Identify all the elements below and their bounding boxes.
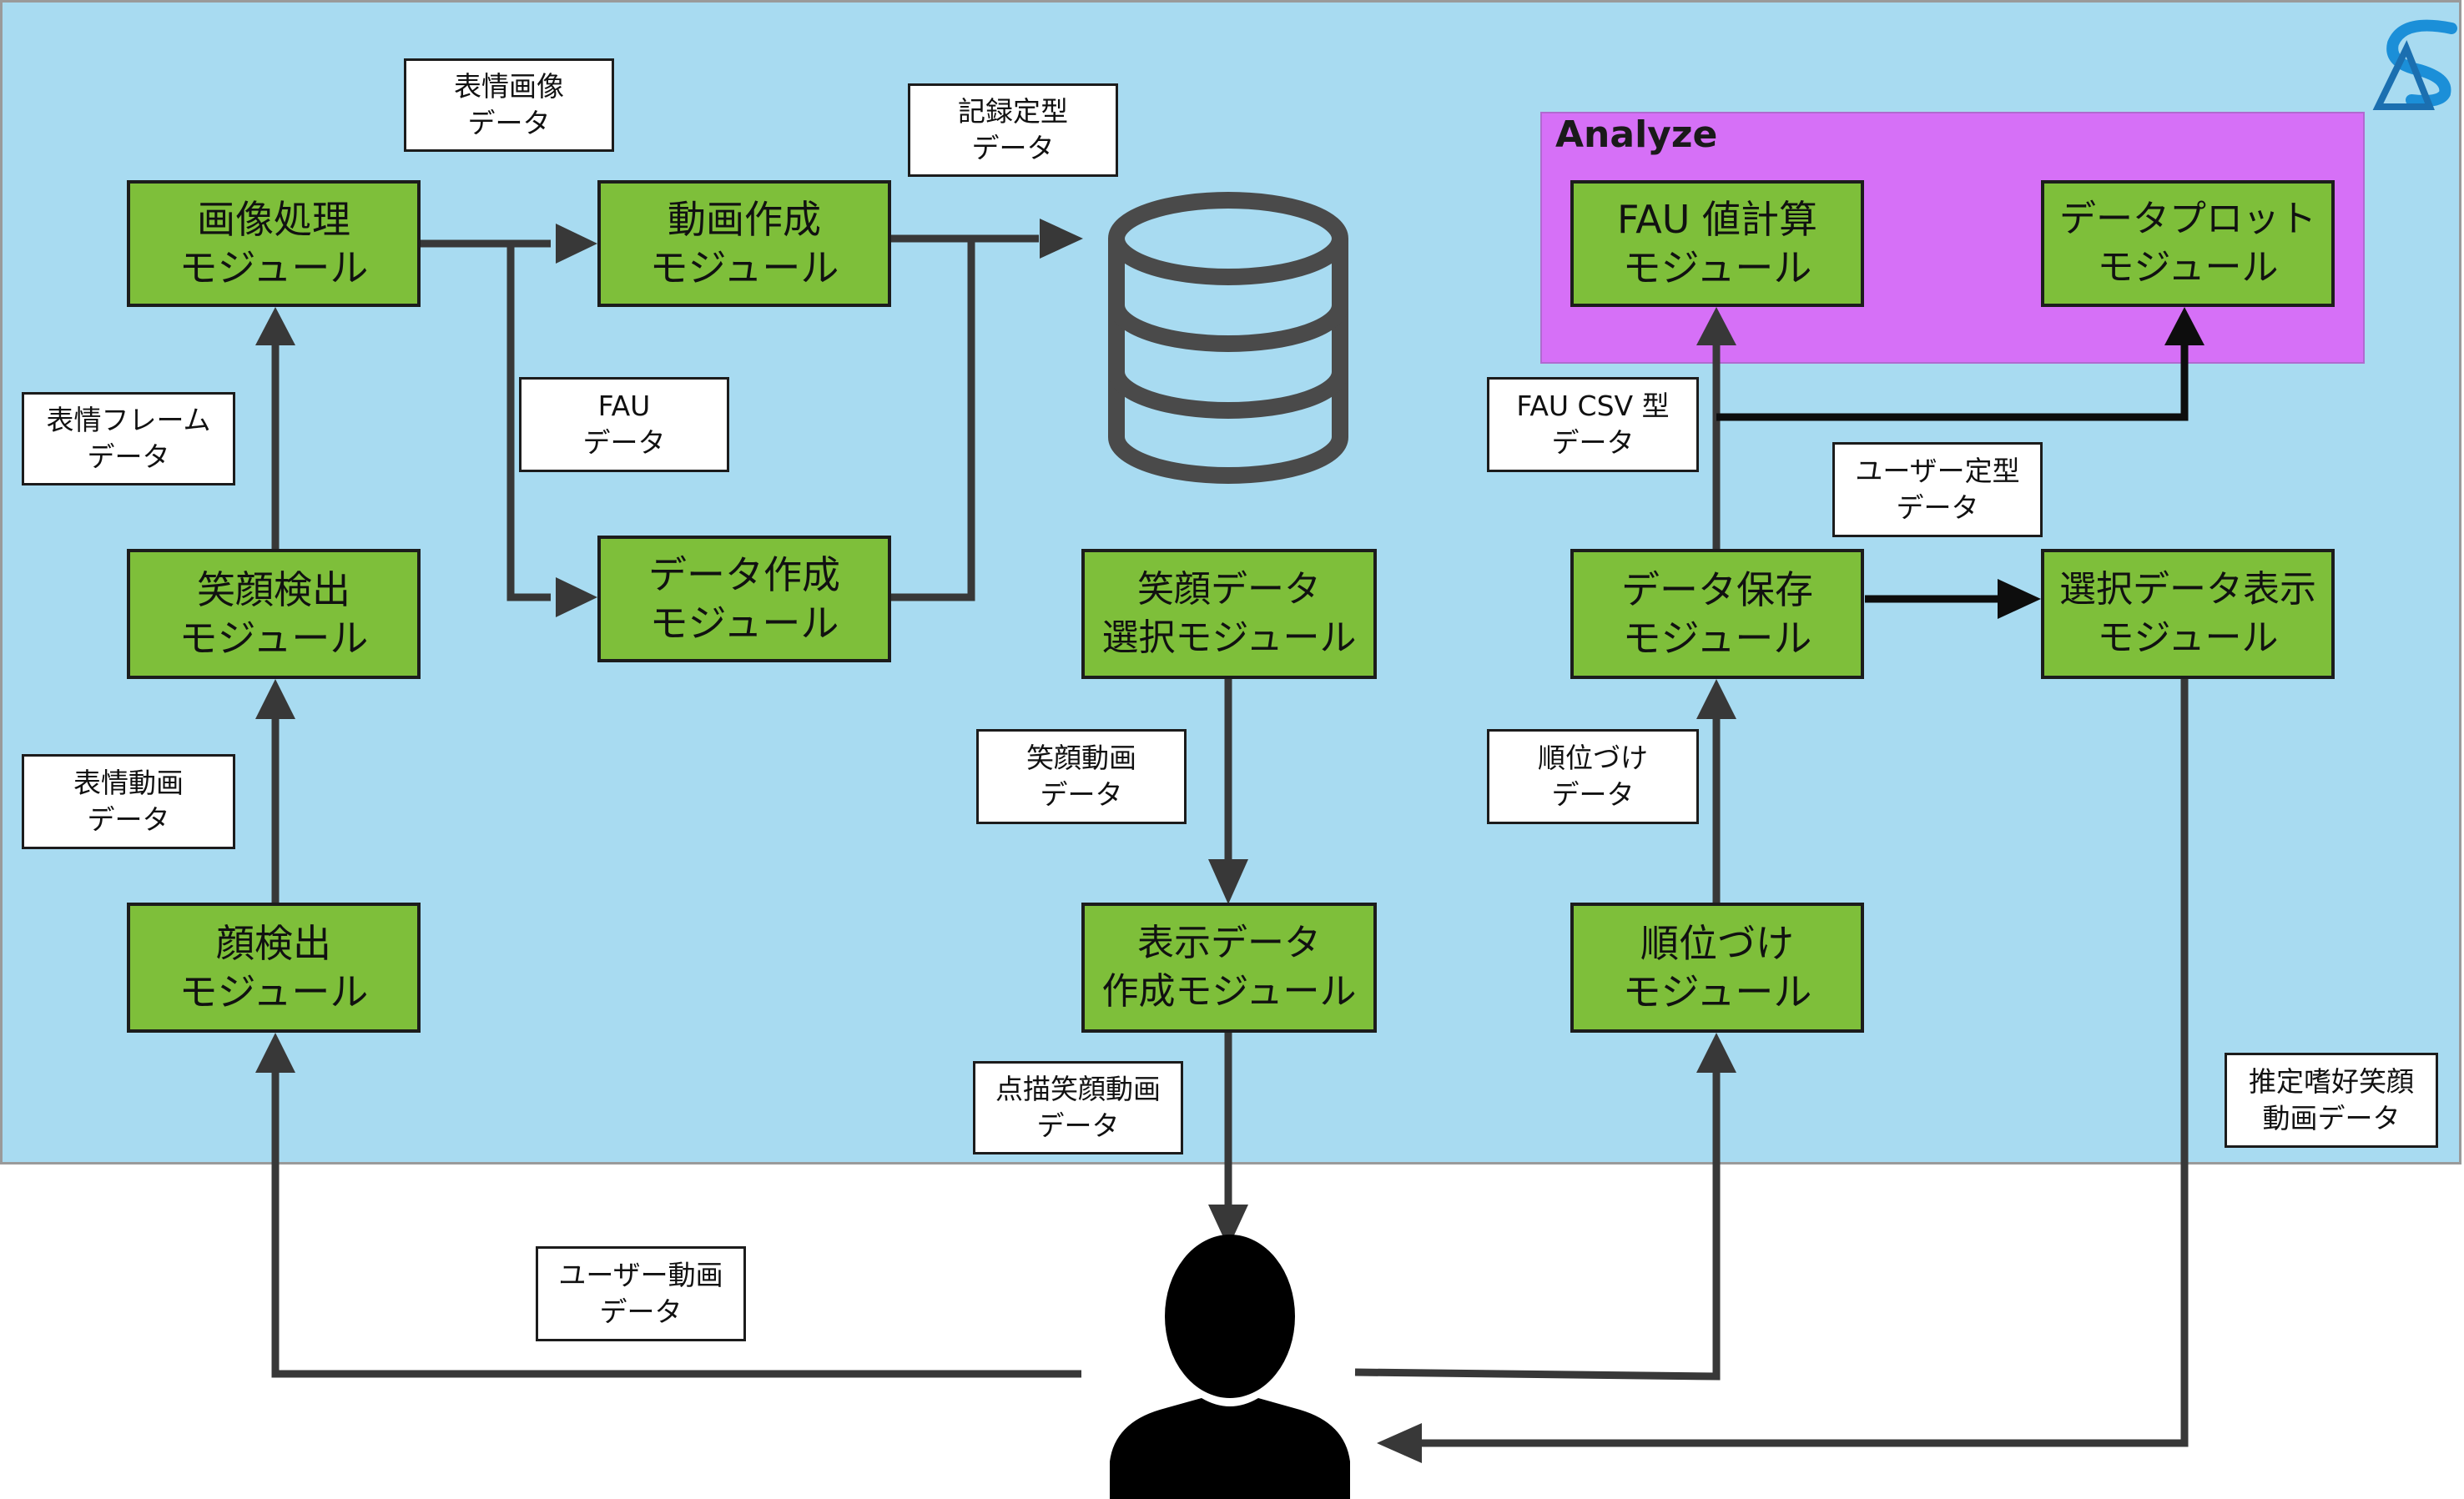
- module-line: モジュール: [649, 601, 839, 646]
- fau-calc-module[interactable]: FAU 値計算 モジュール: [1570, 180, 1864, 307]
- fau-csv-label: FAU CSV 型 データ: [1487, 377, 1699, 472]
- video-creation-module[interactable]: 動画作成 モジュール: [597, 180, 891, 307]
- label-line: データ: [582, 426, 666, 459]
- module-line: モジュール: [179, 245, 369, 290]
- module-line: 笑顔データ: [1137, 568, 1321, 611]
- arrowhead: [1696, 679, 1736, 719]
- module-line: 順位づけ: [1640, 921, 1794, 966]
- label-line: 表情動画: [73, 767, 184, 799]
- user-video-label: ユーザー動画 データ: [536, 1246, 746, 1341]
- label-line: FAU: [597, 390, 651, 422]
- arrowhead: [1208, 1205, 1248, 1248]
- arrowhead: [556, 577, 597, 617]
- label-line: ユーザー定型: [1855, 455, 2020, 487]
- expression-video-label: 表情動画 データ: [22, 754, 235, 849]
- label-line: 表情フレーム: [46, 404, 211, 436]
- arrowhead: [1040, 219, 1083, 259]
- arrowhead: [1696, 307, 1736, 345]
- module-line: モジュール: [1622, 969, 1812, 1014]
- arrowhead: [255, 679, 295, 719]
- fau-data-label: FAU データ: [519, 377, 729, 472]
- data-plot-module[interactable]: データプロット モジュール: [2041, 180, 2335, 307]
- label-line: データ: [1036, 1109, 1120, 1142]
- arrowhead: [255, 307, 295, 345]
- label-line: 順位づけ: [1538, 742, 1648, 774]
- ranking-data-label: 順位づけ データ: [1487, 729, 1699, 824]
- label-line: データ: [467, 107, 551, 139]
- label-line: 推定嗜好笑顔: [2249, 1065, 2414, 1098]
- label-line: 動画データ: [2262, 1102, 2401, 1134]
- module-line: 笑顔検出: [197, 567, 350, 612]
- dotted-smile-video-label: 点描笑顔動画 データ: [973, 1061, 1183, 1154]
- arrowhead: [2164, 307, 2204, 345]
- arrow-image-to-data: [506, 244, 551, 601]
- logo-icon: [2372, 19, 2457, 110]
- label-line: ユーザー動画: [558, 1259, 723, 1291]
- ranking-module[interactable]: 順位づけ モジュール: [1570, 903, 1864, 1033]
- database-icon: [1108, 192, 1348, 484]
- expression-image-label: 表情画像 データ: [404, 58, 614, 152]
- label-line: 笑顔動画: [1026, 742, 1136, 774]
- module-line: FAU 値計算: [1617, 197, 1817, 242]
- label-line: データ: [971, 132, 1055, 164]
- arrow-to-plot: [1716, 344, 2189, 421]
- arrowhead: [1696, 1033, 1736, 1073]
- label-line: データ: [1040, 778, 1123, 811]
- data-creation-module[interactable]: データ作成 モジュール: [597, 536, 891, 662]
- arrowhead: [1998, 579, 2041, 619]
- smile-select-module[interactable]: 笑顔データ 選択モジュール: [1081, 549, 1377, 679]
- label-line: データ: [87, 803, 170, 836]
- module-line: モジュール: [2097, 246, 2279, 289]
- image-processing-module[interactable]: 画像処理 モジュール: [127, 180, 421, 307]
- data-save-module[interactable]: データ保存 モジュール: [1570, 549, 1864, 679]
- arrow-selected-to-user: [1418, 677, 2189, 1447]
- module-line: モジュール: [1622, 245, 1812, 290]
- module-line: データ保存: [1621, 567, 1813, 612]
- module-line: 画像処理: [197, 197, 350, 242]
- display-data-module[interactable]: 表示データ 作成モジュール: [1081, 903, 1377, 1033]
- analyze-title: Analyze: [1555, 113, 1718, 156]
- record-fixed-label: 記録定型 データ: [908, 83, 1118, 177]
- arrowhead: [1208, 859, 1248, 904]
- module-line: モジュール: [179, 616, 369, 661]
- label-line: 表情画像: [454, 70, 564, 103]
- module-line: 選択データ表示: [2059, 568, 2316, 611]
- arrowhead: [255, 1033, 295, 1073]
- label-line: データ: [1551, 778, 1635, 811]
- selected-display-module[interactable]: 選択データ表示 モジュール: [2041, 549, 2335, 679]
- module-line: モジュール: [1622, 616, 1812, 661]
- expression-frame-label: 表情フレーム データ: [22, 392, 235, 485]
- arrow-user-to-face: [271, 1071, 1081, 1378]
- label-line: 記録定型: [958, 95, 1068, 128]
- module-line: 表示データ: [1137, 922, 1321, 964]
- arrowhead: [1377, 1423, 1422, 1463]
- smile-detection-module[interactable]: 笑顔検出 モジュール: [127, 549, 421, 679]
- user-fixed-label: ユーザー定型 データ: [1832, 442, 2043, 537]
- label-line: FAU CSV 型: [1516, 390, 1670, 422]
- arrow-user-to-ranking: [1354, 1071, 1721, 1381]
- label-line: 点描笑顔動画: [995, 1073, 1161, 1105]
- label-line: データ: [599, 1295, 683, 1328]
- line-data-to-db: [891, 239, 975, 601]
- label-line: データ: [1551, 426, 1635, 459]
- module-line: データプロット: [2059, 198, 2316, 240]
- module-line: モジュール: [179, 969, 369, 1014]
- module-line: 作成モジュール: [1101, 970, 1357, 1013]
- module-line: モジュール: [649, 245, 839, 290]
- module-line: 顔検出: [216, 921, 331, 966]
- arrowhead: [556, 224, 597, 264]
- user-icon: [1110, 1235, 1350, 1499]
- module-line: 動画作成: [668, 197, 821, 242]
- label-line: データ: [87, 440, 170, 473]
- module-line: 選択モジュール: [1101, 616, 1357, 659]
- estimated-preference-label: 推定嗜好笑顔 動画データ: [2225, 1053, 2438, 1148]
- module-line: データ作成: [648, 552, 840, 597]
- face-detection-module[interactable]: 顔検出 モジュール: [127, 903, 421, 1033]
- label-line: データ: [1896, 491, 1979, 524]
- module-line: モジュール: [2097, 616, 2279, 659]
- smile-video-label: 笑顔動画 データ: [976, 729, 1187, 824]
